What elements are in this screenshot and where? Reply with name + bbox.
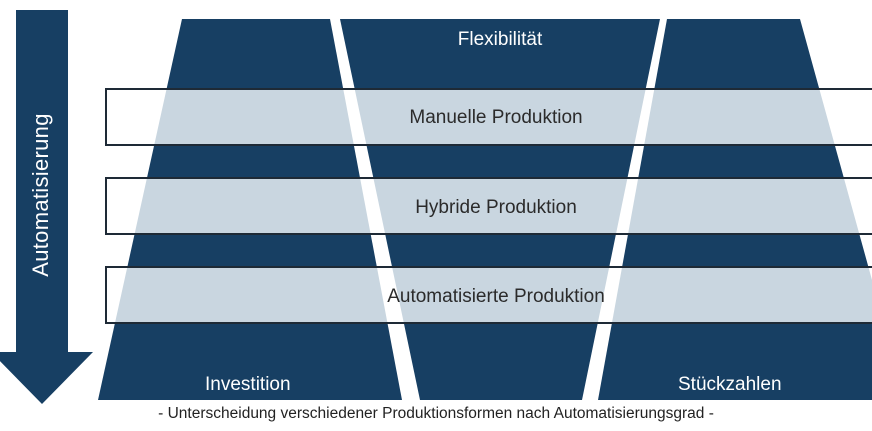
quantity-label: Stückzahlen	[678, 374, 782, 395]
band-manual	[105, 88, 872, 146]
band-label-automated: Automatisierte Produktion	[387, 286, 605, 307]
automation-arrow	[0, 10, 93, 404]
band-label-manual: Manuelle Produktion	[409, 107, 583, 128]
diagram-caption: - Unterscheidung verschiedener Produktio…	[158, 405, 714, 422]
band-automated	[105, 266, 872, 324]
investment-label: Investition	[205, 374, 291, 395]
band-label-hybrid: Hybride Produktion	[415, 197, 577, 218]
automation-axis-label: Automatisierung	[28, 113, 53, 277]
band-hybrid	[105, 177, 872, 235]
flexibility-label: Flexibilität	[457, 29, 543, 50]
